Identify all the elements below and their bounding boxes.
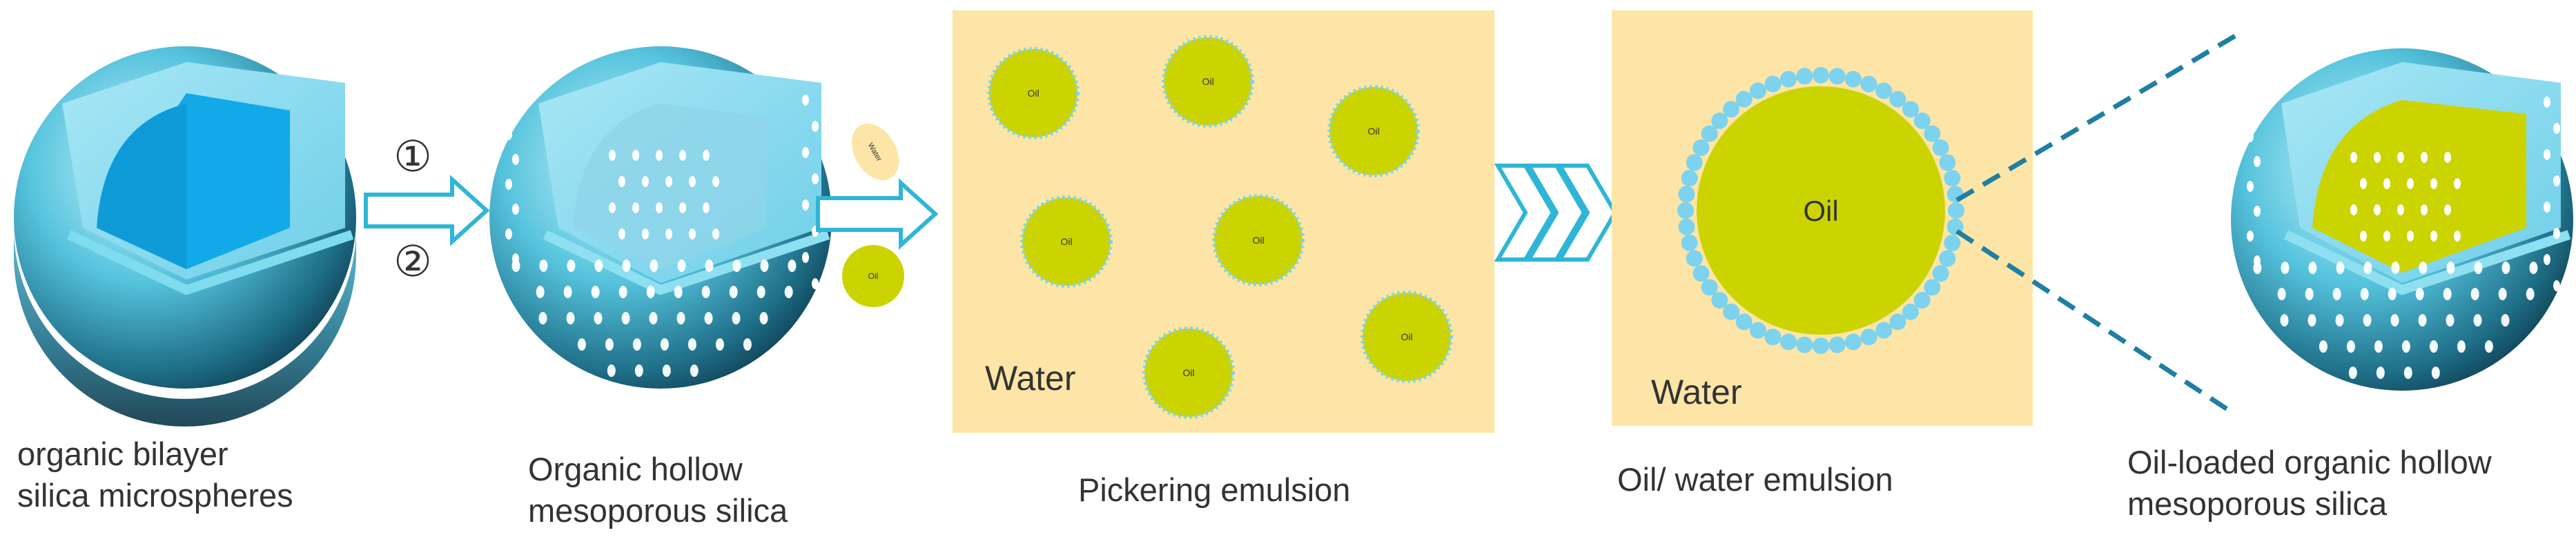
silica-particle <box>1735 90 1753 108</box>
silica-particle <box>1723 101 1740 118</box>
silica-particle <box>1924 125 1941 142</box>
pickering-droplet-label: Oil <box>1060 236 1072 247</box>
silica-particle <box>1939 250 1956 267</box>
silica-particle <box>1875 82 1893 99</box>
oil-water-droplet-label: Oil <box>1803 195 1838 227</box>
silica-particle <box>1932 139 1949 156</box>
zoom-lines-icon <box>1955 28 2245 413</box>
silica-particle <box>1813 67 1829 84</box>
pickering-droplet: Oil <box>1162 35 1254 128</box>
caption-hollow: Organic hollow mesoporous silica <box>528 449 788 532</box>
silica-particle <box>1701 125 1718 142</box>
caption-pickering: Pickering emulsion <box>1078 469 1350 511</box>
silica-particle <box>1913 291 1931 309</box>
triple-chevron-icon <box>1494 164 1618 262</box>
silica-particle <box>1701 279 1718 296</box>
silica-particle <box>1875 322 1893 339</box>
caption-hollow-line2: mesoporous silica <box>528 492 788 529</box>
silica-particle <box>1678 218 1695 235</box>
silica-particle <box>1902 303 1919 320</box>
silica-particle <box>1932 265 1949 282</box>
silica-particle <box>1780 333 1797 351</box>
silica-particle <box>1681 170 1698 187</box>
silica-particle <box>1681 234 1698 251</box>
single-arrow-icon <box>816 178 939 250</box>
silica-particle <box>1735 313 1753 331</box>
silica-particle <box>1764 75 1782 92</box>
particle-ring <box>1677 67 1964 354</box>
oil-loaded-sphere-icon <box>2231 48 2573 391</box>
pickering-droplet: Oil <box>1142 326 1235 419</box>
silica-particle <box>1939 154 1956 171</box>
caption-bilayer: organic bilayer silica microspheres <box>17 433 293 516</box>
silica-particle <box>1711 113 1728 130</box>
pickering-droplet-label: Oil <box>1182 367 1194 378</box>
bilayer-microsphere-icon <box>14 46 356 427</box>
caption-pickering-line: Pickering emulsion <box>1078 471 1351 508</box>
silica-particle <box>1913 113 1931 130</box>
oil-drop-icon: Oil <box>842 245 904 307</box>
caption-loaded-line2: mesoporous silica <box>2127 485 2388 522</box>
pickering-droplet: Oil <box>987 47 1080 139</box>
pickering-droplet: Oil <box>1020 195 1113 288</box>
hollow-mesoporous-sphere-icon <box>489 46 832 389</box>
silica-particle <box>1944 170 1961 187</box>
step-two-marker: ② <box>393 238 432 286</box>
silica-particle <box>1692 139 1710 156</box>
caption-bilayer-line1: organic bilayer <box>17 436 228 472</box>
oil-drop-label: Oil <box>868 271 879 281</box>
pore-dots <box>2247 97 2560 379</box>
silica-particle <box>1860 75 1877 92</box>
silica-particle <box>1828 336 1846 353</box>
silica-particle <box>1948 202 1964 219</box>
silica-particle <box>1711 291 1728 309</box>
pickering-droplet-label: Oil <box>1401 331 1412 342</box>
pickering-droplet: Oil <box>1360 291 1453 383</box>
water-drop-icon: Water <box>851 124 899 180</box>
silica-particle <box>1686 154 1703 171</box>
caption-oil-water-line: Oil/ water emulsion <box>1617 461 1893 498</box>
silica-particle <box>1764 329 1782 346</box>
pickering-droplet-label: Oil <box>1027 88 1039 99</box>
silica-particle <box>1749 82 1766 99</box>
oil-water-water-label: Water <box>1651 373 1742 411</box>
silica-particle <box>1796 336 1813 353</box>
silica-particle <box>1723 303 1740 320</box>
step-one-marker: ① <box>393 133 432 181</box>
pore-dots <box>505 95 819 377</box>
step-markers: ① ② <box>393 133 432 286</box>
silica-particle <box>1813 338 1829 354</box>
caption-hollow-line1: Organic hollow <box>528 451 743 487</box>
caption-oil-water: Oil/ water emulsion <box>1617 459 1893 500</box>
silica-particle <box>1860 329 1877 346</box>
silica-particle <box>1944 234 1961 251</box>
silica-particle <box>1844 333 1862 351</box>
pickering-droplet-label: Oil <box>1202 76 1213 87</box>
single-arrow-icon <box>364 175 490 246</box>
oil-water-emulsion-panel: Oil Water <box>1612 10 2033 426</box>
silica-particle <box>1828 68 1846 85</box>
silica-particle <box>1889 90 1906 108</box>
caption-bilayer-line2: silica microspheres <box>17 477 293 514</box>
pickering-water-label: Water <box>985 359 1076 398</box>
caption-loaded-line1: Oil-loaded organic hollow <box>2127 444 2492 480</box>
pickering-droplet-label: Oil <box>1367 126 1379 137</box>
silica-particle <box>1749 322 1766 339</box>
silica-particle <box>1796 68 1813 85</box>
pickering-droplet: Oil <box>1212 194 1305 286</box>
silica-particle <box>1924 279 1941 296</box>
silica-particle <box>1686 250 1703 267</box>
pickering-droplet-label: Oil <box>1252 235 1264 246</box>
silica-particle <box>1692 265 1710 282</box>
pickering-droplet: Oil <box>1327 85 1420 177</box>
silica-particle <box>1677 202 1694 219</box>
silica-particle <box>1780 70 1797 88</box>
silica-particle <box>1889 313 1906 331</box>
silica-particle <box>1902 101 1919 118</box>
silica-particle <box>1844 70 1862 88</box>
silica-particle <box>1678 186 1695 203</box>
caption-loaded: Oil-loaded organic hollow mesoporous sil… <box>2127 442 2492 525</box>
